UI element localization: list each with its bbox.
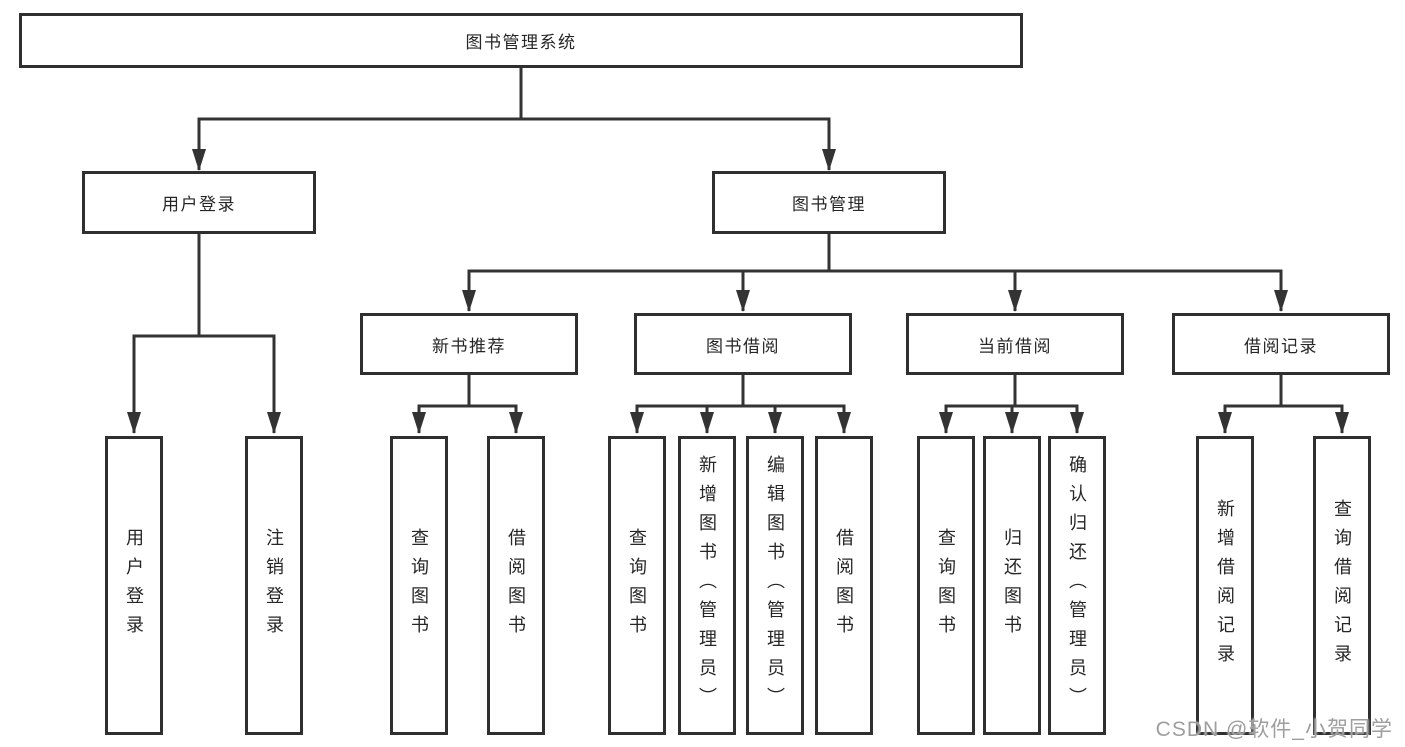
node-new-book-recommend: 新书推荐 [360,313,578,375]
node-system-root: 图书管理系统 [19,13,1023,68]
node-user-login-module: 用户登录 [82,171,316,234]
node-leaf-query-books-2: 查询图书 [608,436,666,735]
node-leaf-confirm-return: 确认归还（管理员） [1048,436,1106,735]
node-leaf-user-login: 用户登录 [105,436,163,735]
watermark: CSDN @软件_小贺同学 [1155,718,1393,741]
edge-trunk [132,234,276,338]
node-current-borrowing: 当前借阅 [906,313,1124,375]
node-leaf-add-borrow-record: 新增借阅记录 [1196,436,1254,735]
edge-trunk [635,375,846,408]
edge-trunk [467,234,1283,273]
edge-trunk [944,375,1079,408]
node-leaf-query-books-3: 查询图书 [917,436,975,735]
node-leaf-borrow-books-1: 借阅图书 [487,436,545,735]
edge-trunk [1223,375,1344,408]
node-leaf-add-books: 新增图书（管理员） [678,436,736,735]
node-leaf-query-books-1: 查询图书 [390,436,448,735]
node-leaf-borrow-books-2: 借阅图书 [815,436,873,735]
node-leaf-query-borrow-record: 查询借阅记录 [1313,436,1371,735]
edge-trunk [197,68,831,121]
node-leaf-edit-books: 编辑图书（管理员） [746,436,804,735]
node-leaf-return-books: 归还图书 [983,436,1041,735]
node-book-borrowing: 图书借阅 [634,313,852,375]
edge-trunk [417,375,518,408]
node-leaf-logout: 注销登录 [245,436,303,735]
node-borrowing-records: 借阅记录 [1172,313,1390,375]
node-book-management-module: 图书管理 [712,171,946,234]
